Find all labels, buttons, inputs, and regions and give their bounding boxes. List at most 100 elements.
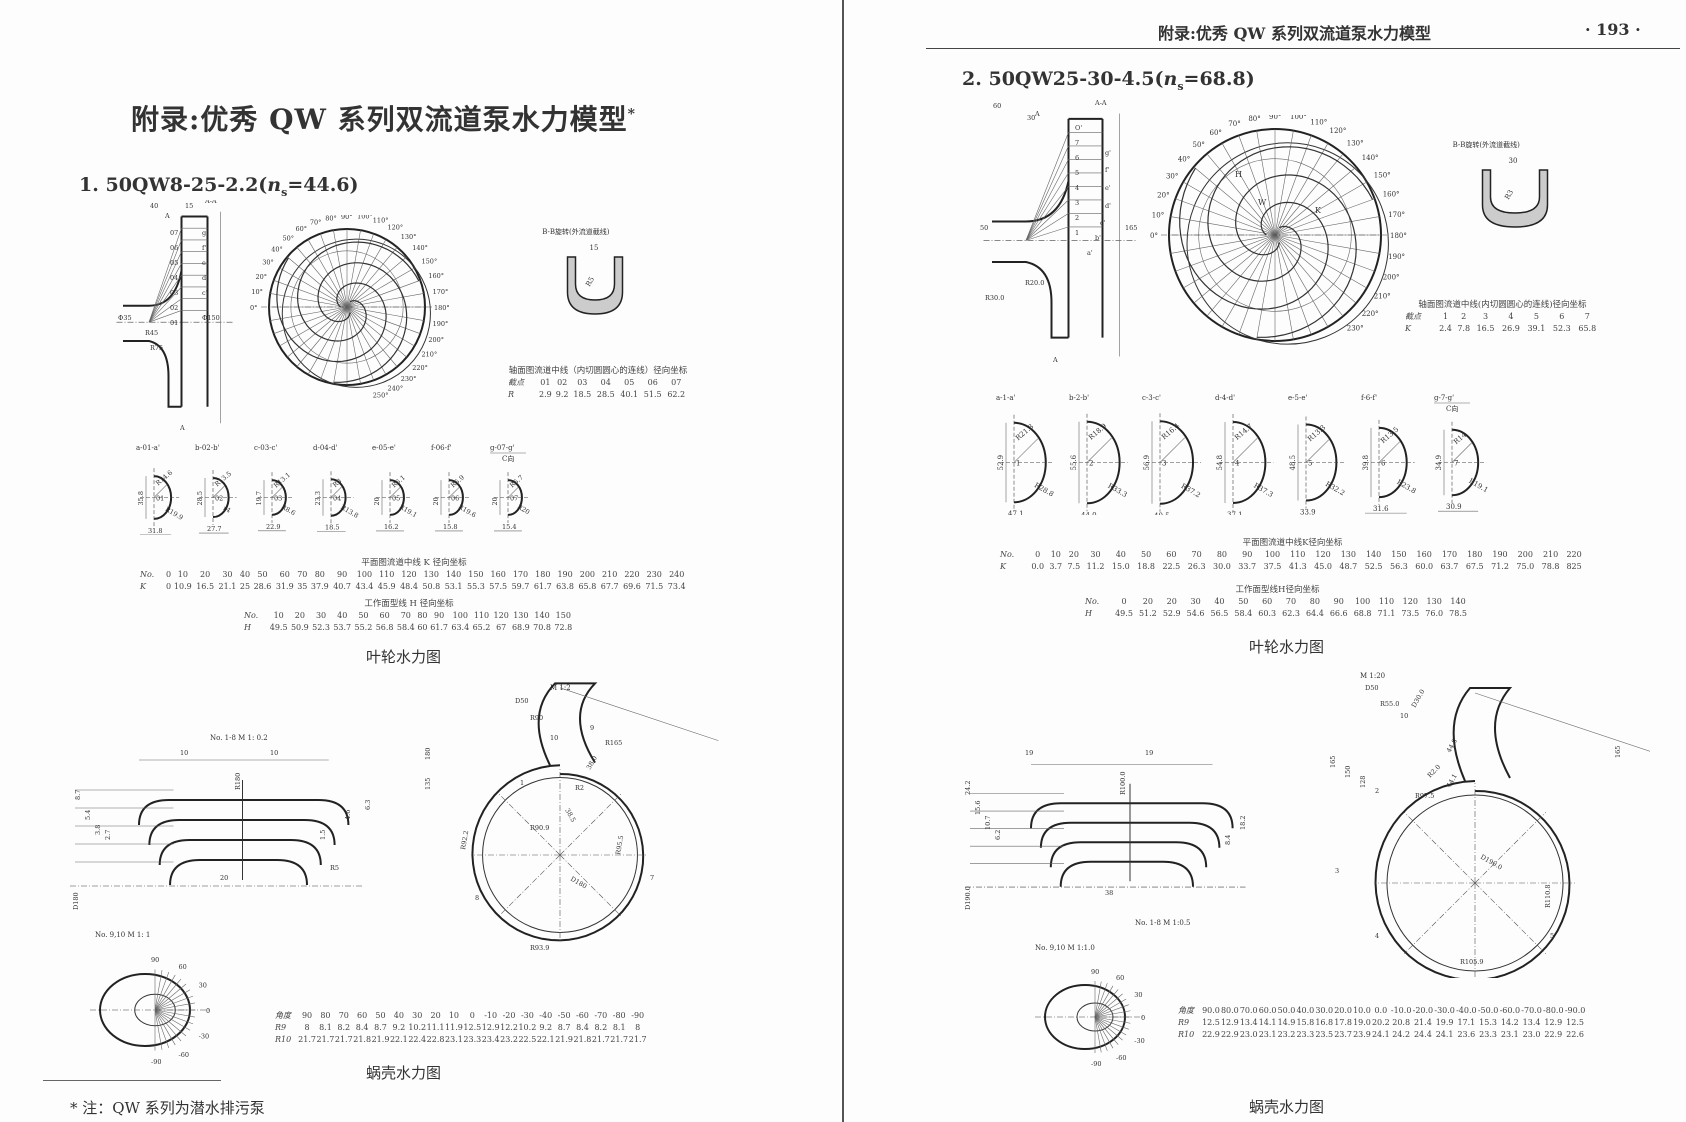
angle-label: 210° [1374,293,1391,301]
table-cell: 21.7 [334,1034,353,1044]
height-label: 39.8 [1362,455,1370,471]
table-cell: 30.0 [1213,561,1231,571]
table-cell: 7.8 [1457,323,1471,333]
table-cell: 21.9 [371,1034,390,1044]
page-number: · 193 · [1585,20,1641,39]
radial-line [346,293,424,308]
section-ray [148,228,182,323]
table-cell: 39.1 [1527,323,1546,333]
table-cell: 78.8 [1541,561,1560,571]
blade-spiral [1235,174,1357,338]
row-label: 截点 [508,377,524,387]
table-cell: 22.5 [518,1034,537,1044]
blade-spiral [317,262,408,383]
angle-label: 140° [1362,154,1379,162]
table-cell: 43.4 [355,581,374,591]
dimension-label: 7 [650,874,654,882]
radial-line [1094,1010,1131,1018]
table-cell: 150 [555,610,571,620]
table-cell: 22.8 [426,1034,445,1044]
table-cell: 140 [445,569,462,579]
dimension-label: 10.7 [984,816,992,830]
table-cell: 21.7 [628,1034,647,1044]
height-label: 34.9 [1435,455,1443,471]
dimension-label: R30.0 [985,294,1004,302]
table-cell: 24.2 [1392,1029,1411,1039]
angle-label: 150° [1374,172,1391,180]
radial-line [154,970,163,1011]
table-cell: 65.8 [578,581,597,591]
row-label: K [140,581,146,591]
radial-line [1094,981,1102,1018]
impeller-plan-view-drawing: 0°10°20°30°40°50°60°70°80°90°100°110°120… [250,215,450,399]
ns-value: =44.6 [287,174,350,196]
table-cell: 20.8 [1392,1017,1411,1027]
width-label: 15.4 [502,523,516,531]
dimension-label: 8.4 [1224,835,1232,845]
table-cell: 63.8 [556,581,574,591]
blade-point-label: H [1235,170,1242,179]
table-cell: 21.4 [1413,1017,1432,1027]
dimension-label: 15 [185,202,193,210]
table-cell: 60 [379,610,390,620]
dimension-label: 5 [1075,169,1079,177]
angle-label: 60 [1116,974,1124,982]
angle-label: 20° [1157,191,1169,199]
table-cell: -20 [502,1010,516,1020]
dimension-label: R165 [605,739,622,747]
dimension-label: 165 [1125,224,1137,232]
angle-label: 0° [250,304,257,312]
width-label: 31.8 [148,527,162,535]
inner-circle [281,238,431,388]
table-cell: 50.9 [290,622,309,632]
table-cell: 03 [577,377,588,387]
radial-line [1094,983,1108,1018]
section-ray [148,239,182,323]
dimension-label: R97.5 [1415,792,1434,800]
table-cell: 14.1 [1258,1017,1277,1027]
section-label: f-6-f' [1361,394,1377,402]
dimension-label: 24.2 [965,781,972,795]
radial-line [346,306,387,375]
dimension-label: D50 [1365,684,1378,692]
table-cell: 75.0 [1516,561,1535,571]
radial-line [346,306,361,384]
table-cell: 51.5 [643,389,662,399]
angle-label: 190° [433,320,449,328]
table-cell: 23.3 [1479,1029,1497,1039]
radial-line [346,256,407,308]
table-cell: 2.9 [539,389,552,399]
section-center-label: 02 [215,495,223,503]
width-label: 15.8 [443,523,457,531]
dimension-label: 20 [220,874,228,882]
radial-line [1274,181,1367,236]
table-cell: 0 [165,569,172,579]
section-label: e-5-e' [1288,394,1307,402]
volute-spiral-wall [1374,780,1571,978]
angle-label: 190° [1388,253,1405,261]
section-shapes: a-1-a'52.9R21.8R28.8147.1b-2-b'55.6R18.9… [996,394,1489,521]
table-cell: 56.5 [1210,608,1229,618]
dimension-label: 01 [170,319,178,327]
angle-label: -90 [1091,1060,1101,1068]
table-cell: 62.3 [1282,608,1300,618]
table-cell: 0 [469,1010,475,1020]
ns-symbol: n [267,174,282,196]
section-ray [148,286,182,323]
table-cell: 1 [1442,311,1449,321]
angle-label: 230° [1347,325,1364,333]
radial-line [346,230,361,308]
dimension-label: 44.1 [1445,772,1459,789]
row-label: No. [1000,549,1015,559]
table-cell: 16.5 [196,581,215,591]
height-label: 48.5 [1289,455,1297,471]
radial-line [287,306,348,358]
